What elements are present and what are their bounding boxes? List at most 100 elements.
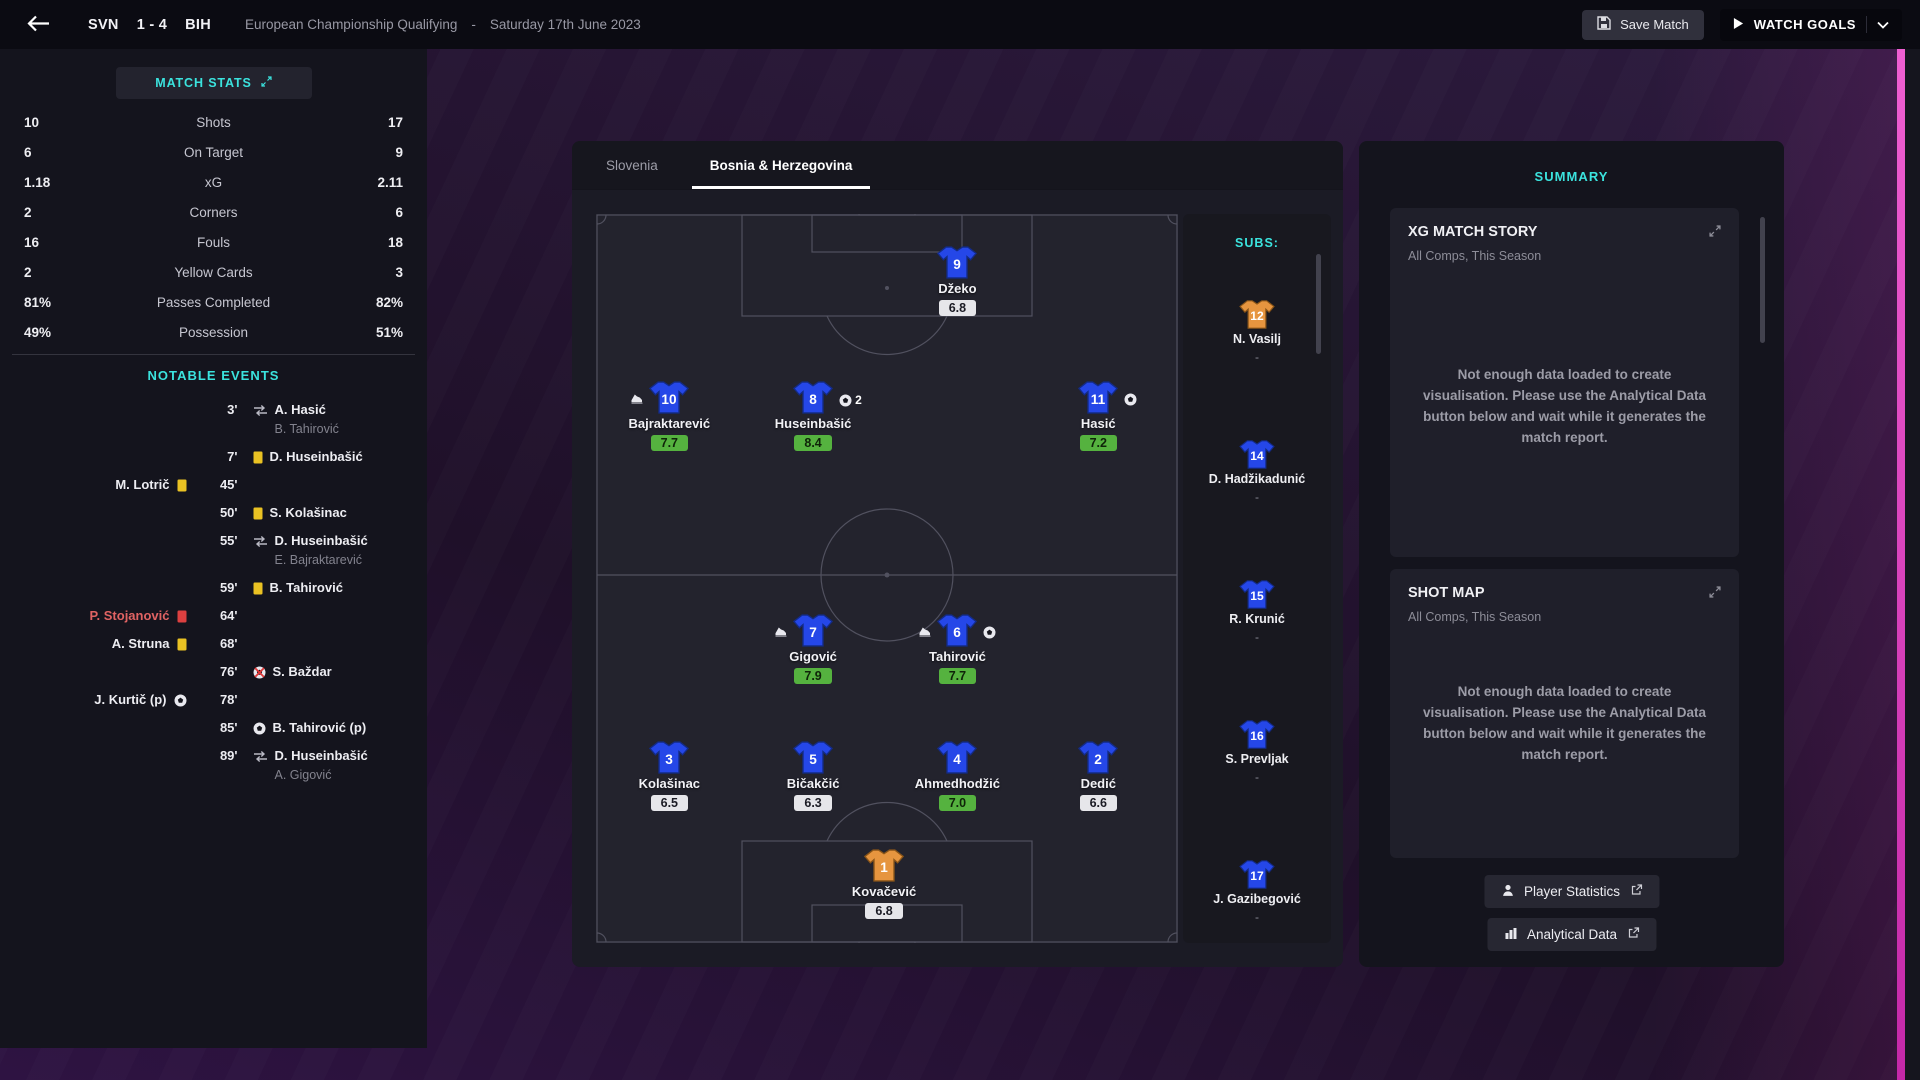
- event-player[interactable]: A. Hasić: [274, 402, 326, 417]
- missed-penalty-icon: [253, 662, 266, 682]
- away-team-code[interactable]: BIH: [185, 16, 211, 33]
- event-player[interactable]: P. Stojanović: [89, 608, 170, 623]
- event-player[interactable]: D. Huseinbašić: [269, 449, 363, 464]
- stat-label: Fouls: [196, 234, 230, 250]
- yellow-card-icon: [177, 634, 187, 654]
- expand-icon[interactable]: [1709, 585, 1721, 603]
- player-rating: 8.4: [794, 435, 832, 452]
- event-player[interactable]: D. Huseinbašić: [274, 533, 368, 548]
- stat-home-value: 10: [24, 114, 40, 130]
- yellow-card-icon: [253, 447, 263, 467]
- event-player[interactable]: S. Kolašinac: [269, 505, 347, 520]
- svg-text:14: 14: [1250, 449, 1264, 463]
- shirt-icon: 4: [937, 741, 978, 775]
- event-player[interactable]: S. Baždar: [272, 664, 332, 679]
- event-time: 3': [227, 402, 238, 417]
- event-time: 64': [219, 608, 238, 623]
- formation-panel: Slovenia Bosnia & Herzegovina: [572, 141, 1343, 967]
- goal-icon: [1124, 393, 1137, 406]
- event-player[interactable]: M. Lotrič: [115, 477, 170, 492]
- stat-label: Shots: [196, 114, 231, 130]
- summary-title: SUMMARY: [1534, 169, 1609, 184]
- sub-player-name: R. Krunić: [1229, 612, 1285, 626]
- sub-player-rating: -: [1255, 770, 1259, 784]
- chevron-down-icon[interactable]: [1877, 17, 1889, 32]
- svg-text:1: 1: [880, 860, 888, 875]
- sub-player-name: S. Prevljak: [1225, 752, 1289, 766]
- home-team-code[interactable]: SVN: [88, 16, 119, 33]
- summary-scrollbar[interactable]: [1760, 217, 1765, 343]
- event-player[interactable]: J. Kurtič (p): [94, 692, 167, 707]
- match-stats-header-button[interactable]: MATCH STATS: [115, 67, 312, 99]
- back-button[interactable]: [26, 15, 50, 35]
- event-player[interactable]: D. Huseinbašić: [274, 748, 368, 763]
- shot-map-card: SHOT MAP All Comps, This Season Not enou…: [1390, 569, 1739, 858]
- assist-icon: [774, 626, 787, 637]
- event-time: 68': [219, 636, 238, 651]
- save-match-button[interactable]: Save Match: [1582, 9, 1704, 40]
- event-partner-player[interactable]: E. Bajraktarević: [274, 553, 363, 567]
- stat-label: Passes Completed: [156, 294, 271, 310]
- watch-goals-button[interactable]: WATCH GOALS: [1719, 8, 1902, 41]
- player-name: Bičakčić: [786, 776, 840, 792]
- event-time: 45': [219, 477, 238, 492]
- player-name: Ahmedhodžić: [914, 776, 1001, 792]
- shirt-icon: 9: [937, 246, 978, 280]
- sub-player-name: D. Hadžikadunić: [1208, 472, 1306, 486]
- divider: [12, 354, 415, 355]
- svg-text:9: 9: [954, 257, 962, 272]
- shirt-icon: 11: [1078, 381, 1119, 414]
- player-statistics-button[interactable]: Player Statistics: [1483, 875, 1660, 908]
- stat-home-value: 16: [24, 234, 40, 250]
- separator: -: [471, 17, 476, 32]
- event-player[interactable]: B. Tahirović (p): [272, 720, 367, 735]
- position-swap-icon: [253, 531, 268, 551]
- tab-bosnia-herzegovina[interactable]: Bosnia & Herzegovina: [684, 141, 879, 189]
- stat-away-value: 2.11: [377, 174, 403, 190]
- player-rating: 7.2: [1079, 435, 1117, 452]
- accent-strip: [1897, 49, 1905, 1080]
- scoreline: SVN 1 - 4 BIH: [88, 17, 211, 33]
- event-time: 76': [219, 664, 238, 679]
- event-player[interactable]: A. Struna: [111, 636, 170, 651]
- team-tabs: Slovenia Bosnia & Herzegovina: [572, 141, 1343, 190]
- analytical-data-button[interactable]: Analytical Data: [1486, 918, 1657, 951]
- event-player[interactable]: B. Tahirović: [269, 580, 343, 595]
- expand-icon[interactable]: [1709, 224, 1721, 242]
- sub-player-rating: -: [1255, 350, 1259, 364]
- event-partner-player[interactable]: A. Gigović: [274, 768, 332, 782]
- goal-icon: [983, 626, 996, 639]
- tab-slovenia[interactable]: Slovenia: [606, 157, 658, 173]
- no-data-message: Not enough data loaded to create visuali…: [1422, 367, 1707, 445]
- goal-icon: 2: [839, 393, 862, 407]
- shirt-icon: 14: [1239, 440, 1275, 469]
- sub-player-rating: -: [1255, 910, 1259, 924]
- event-row: 50'S. Kolašinac: [16, 499, 411, 527]
- position-swap-icon: [253, 746, 268, 766]
- subs-scrollbar[interactable]: [1316, 254, 1321, 354]
- event-partner-player[interactable]: B. Tahirović: [274, 422, 339, 436]
